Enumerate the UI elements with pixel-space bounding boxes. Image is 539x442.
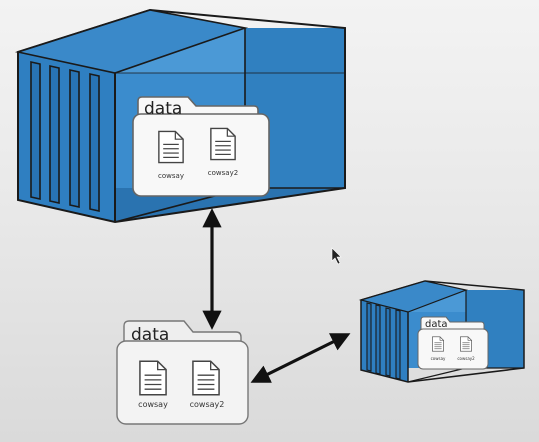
large-container-top [14, 9, 249, 74]
large-container-corrugation [30, 61, 100, 212]
large-container-folder: data cowsay cowsay2 [132, 96, 270, 197]
document-icon [460, 336, 472, 352]
mouse-cursor-icon [331, 247, 342, 265]
host-folder-file-1: cowsay [138, 400, 168, 409]
host-folder-label: data [131, 325, 169, 345]
large-folder-file-2: cowsay2 [208, 169, 238, 177]
document-icon [432, 336, 444, 352]
host-folder-file-2: cowsay2 [190, 400, 225, 409]
large-container-right-wall [245, 28, 345, 188]
small-container-folder: data cowsay cowsay2 [417, 316, 489, 370]
small-folder-file-2: cowsay2 [457, 356, 475, 361]
small-folder-file-1: cowsay [431, 356, 446, 361]
document-icon [192, 360, 220, 396]
document-icon [210, 127, 236, 161]
host-folder: data cowsay cowsay2 [116, 320, 249, 425]
document-icon [158, 130, 184, 164]
large-folder-file-1: cowsay [158, 172, 184, 180]
document-icon [139, 360, 167, 396]
bidirectional-arrow-diagonal [250, 333, 351, 383]
small-folder-label: data [425, 319, 448, 330]
large-folder-label: data [144, 99, 182, 119]
